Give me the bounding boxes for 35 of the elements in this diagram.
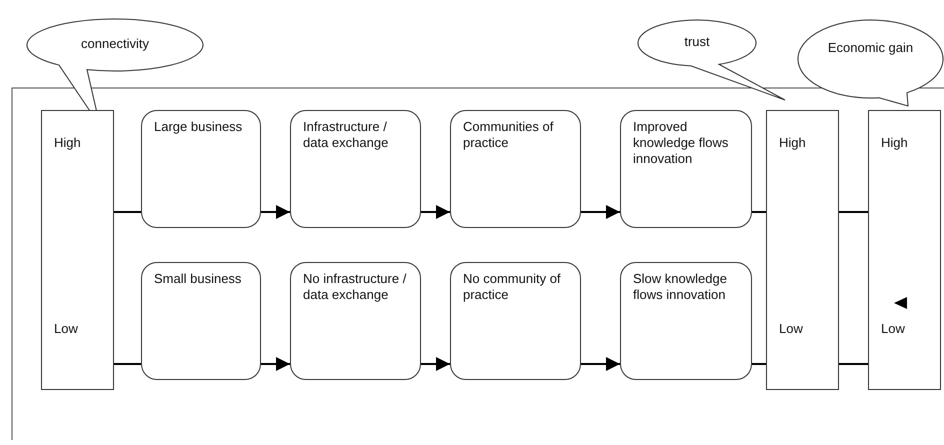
connector-line [114,211,141,213]
arrow [581,205,620,219]
process-box: Infrastructure / data exchange [290,110,421,228]
scale-bar [41,110,114,390]
level-label: Low [779,321,803,336]
connector-line [752,363,766,365]
speech-bubble [27,19,203,109]
scale-bar [766,110,839,390]
process-box: No community of practice [450,262,581,380]
arrow [421,357,450,371]
arrow [261,357,290,371]
arrow [581,357,620,371]
process-box: Large business [141,110,261,228]
arrow [261,205,290,219]
speech-bubble [798,20,944,108]
process-box: Small business [141,262,261,380]
connector-line [839,363,868,365]
bubble-label: Economic gain [826,40,914,56]
connector-line [114,363,141,365]
process-box: Improved knowledge flows innovation [620,110,752,228]
level-label: Low [54,321,78,336]
scale-bar [868,110,941,390]
level-label: High [881,135,908,150]
bubble-label: trust [683,34,711,50]
arrow [421,205,450,219]
speech-bubble [638,20,788,102]
bubble-label: connectivity [80,36,150,52]
process-box: Slow knowledge flows innovation [620,262,752,380]
process-box: Communities of practice [450,110,581,228]
level-label: Low [881,321,905,336]
connector-line [752,211,766,213]
level-label: High [54,135,81,150]
process-box: No infrastructure / data exchange [290,262,421,380]
connector-line [839,211,868,213]
level-label: High [779,135,806,150]
